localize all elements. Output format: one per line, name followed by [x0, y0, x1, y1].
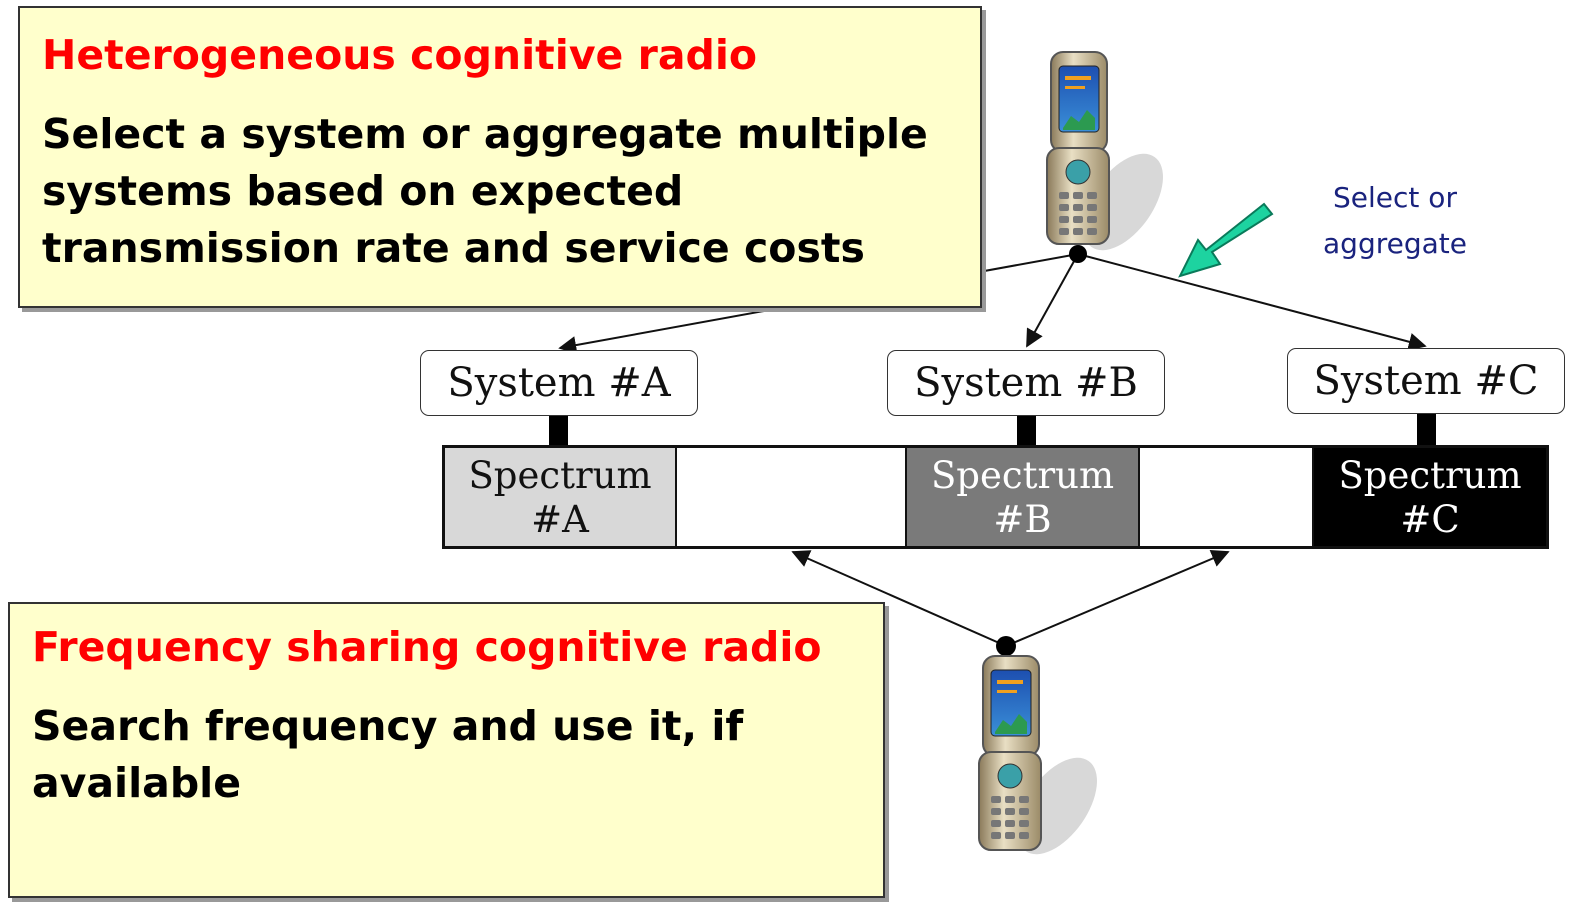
frequency-sharing-callout: Frequency sharing cognitive radio Search…: [8, 602, 885, 898]
select-label-line2: aggregate: [1323, 227, 1467, 260]
spectrum-c-line2: #C: [1400, 498, 1460, 541]
system-c-label: System #C: [1313, 358, 1539, 404]
heterogeneous-callout: Heterogeneous cognitive radio Select a s…: [18, 6, 982, 308]
frequency-sharing-body: Search frequency and use it, if availabl…: [32, 702, 744, 807]
select-label-line1: Select or: [1333, 181, 1457, 214]
mobile-phone-icon: [978, 655, 1097, 855]
spectrum-a-line1: Spectrum: [468, 454, 652, 497]
spectrum-b-block: Spectrum #B: [905, 446, 1140, 548]
select-aggregate-label: Select or aggregate: [1300, 175, 1490, 267]
system-a-box: System #A: [420, 350, 698, 416]
top-node: [1069, 245, 1087, 263]
frequency-sharing-title: Frequency sharing cognitive radio: [32, 623, 822, 671]
spectrum-gap-2: [1140, 446, 1312, 548]
spectrum-c-line1: Spectrum: [1338, 454, 1522, 497]
spectrum-b-line2: #B: [993, 498, 1052, 541]
spectrum-c-block: Spectrum #C: [1312, 446, 1548, 548]
system-b-box: System #B: [887, 350, 1165, 416]
mobile-phone-icon: [1046, 51, 1163, 251]
system-spectrum-links: [549, 414, 1436, 446]
system-b-label: System #B: [914, 360, 1138, 406]
system-a-label: System #A: [447, 360, 671, 406]
bottom-node: [996, 636, 1016, 656]
heterogeneous-body: Select a system or aggregate multiple sy…: [42, 110, 928, 272]
heterogeneous-title: Heterogeneous cognitive radio: [42, 31, 758, 79]
select-arrow-icon: [1178, 202, 1274, 278]
spectrum-b-line1: Spectrum: [930, 454, 1115, 497]
spectrum-a-block: Spectrum #A: [443, 446, 677, 548]
spectrum-a-line2: #A: [531, 498, 589, 541]
system-c-box: System #C: [1287, 348, 1565, 414]
bottom-connectors: [791, 550, 1230, 656]
spectrum-gap-1: [677, 446, 905, 548]
